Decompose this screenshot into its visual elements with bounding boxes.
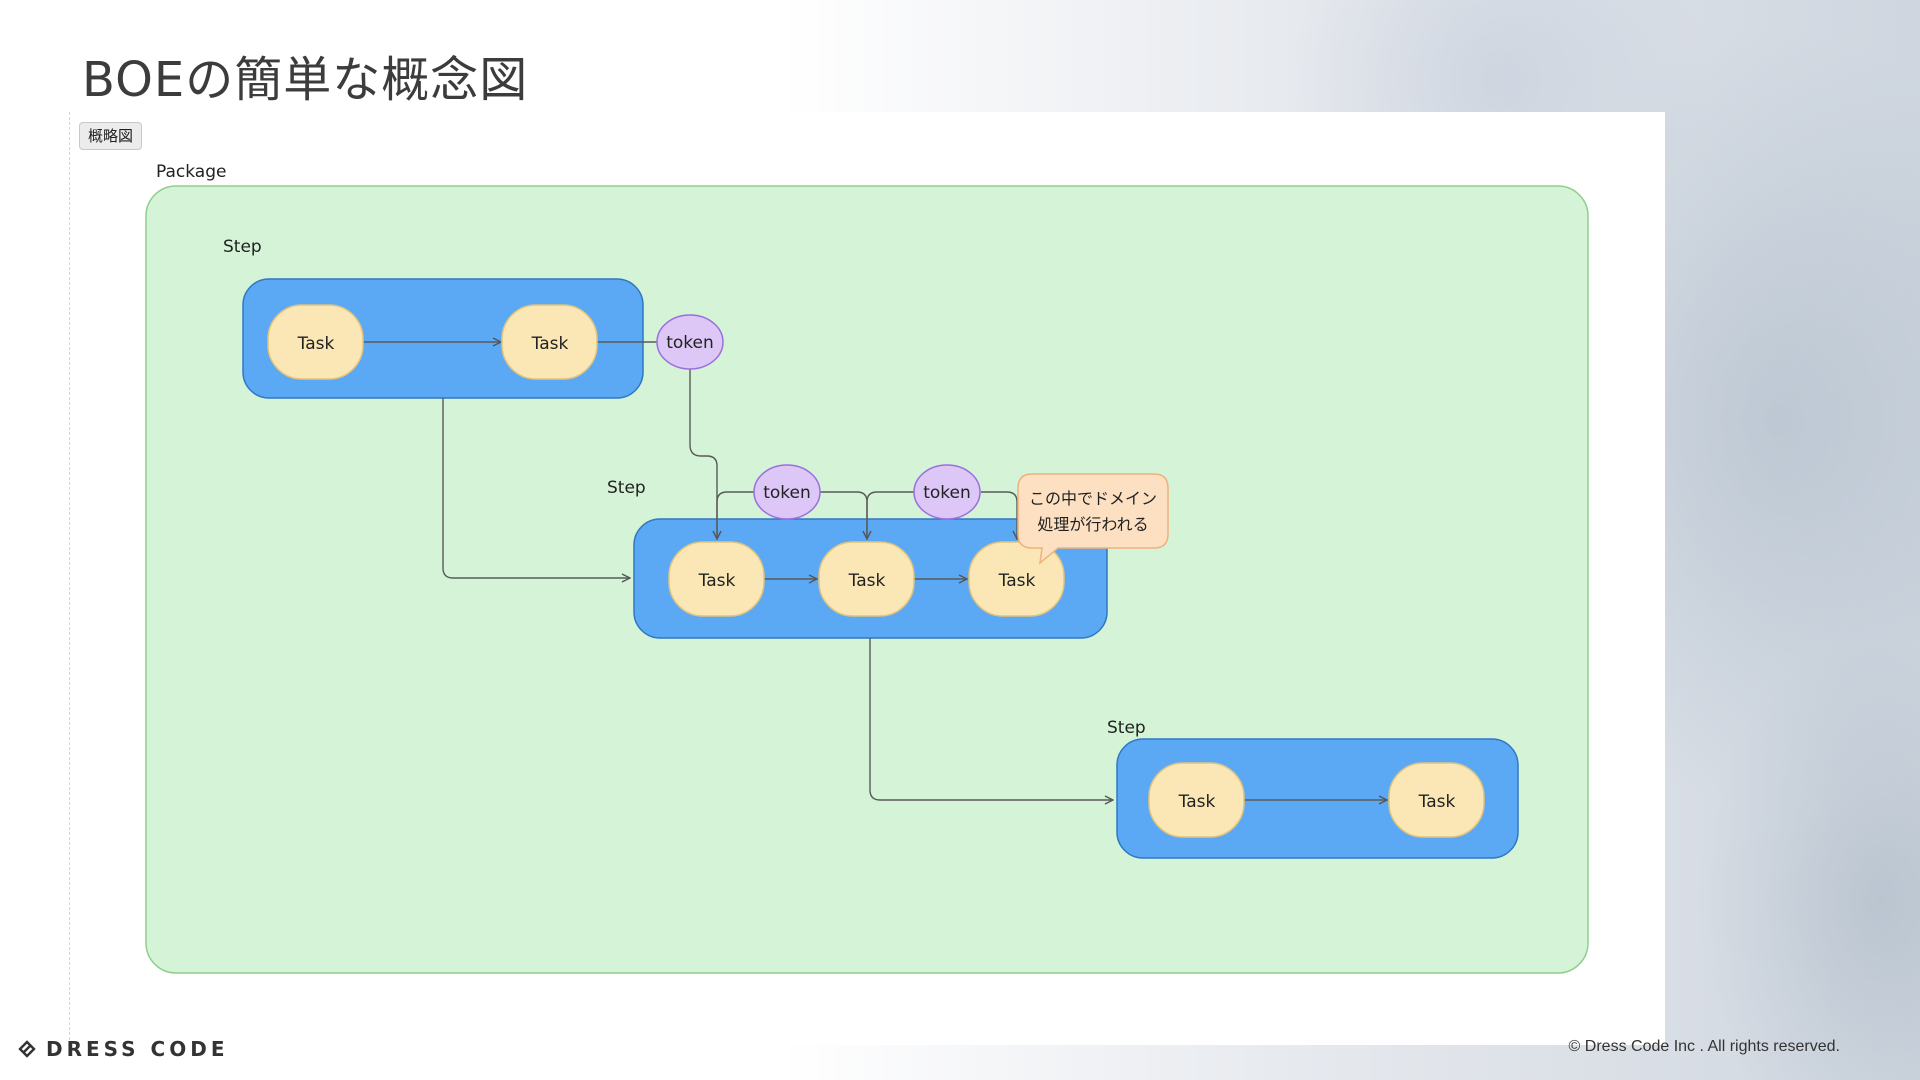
company-logo: DRESS CODE (16, 1036, 228, 1062)
task-node (668, 541, 765, 617)
token-label: token (763, 483, 811, 503)
slide-title: BOEの簡単な概念図 (82, 52, 529, 108)
token-node (753, 464, 821, 520)
logo-text: DRESS CODE (46, 1037, 229, 1061)
task-label: Task (1178, 792, 1216, 812)
step-label-1: Step (223, 237, 262, 257)
step3-tasks: Task Task (1148, 762, 1485, 838)
task-label: Task (998, 571, 1036, 591)
token-node (913, 464, 981, 520)
edge-step2-to-step3 (869, 638, 1113, 800)
callout-bubble (1017, 473, 1169, 565)
copyright-text: © Dress Code Inc . All rights reserved. (1568, 1038, 1840, 1055)
task-node (267, 304, 364, 380)
edge-token3-to-step2-task3 (981, 491, 1017, 539)
connectors (363, 342, 1387, 800)
step-label-2: Step (607, 478, 646, 498)
token-label: token (666, 333, 714, 353)
task-node (818, 541, 915, 617)
edge-token2-to-step2-task1 (716, 491, 754, 539)
edge-step1-to-step2 (442, 398, 630, 578)
task-node (1148, 762, 1245, 838)
step-label-3: Step (1107, 718, 1146, 738)
task-label: Task (531, 334, 569, 354)
task-label: Task (1418, 792, 1456, 812)
task-label: Task (297, 334, 335, 354)
step1-tasks: Task Task (267, 304, 598, 380)
package-label: Package (156, 162, 226, 182)
step2-tasks: Task Task Task (668, 541, 1065, 617)
task-node (501, 304, 598, 380)
task-label: Task (848, 571, 886, 591)
task-node (1388, 762, 1485, 838)
callout-line-2: 処理が行われる (1037, 515, 1148, 534)
edge-token3-to-step2-task2 (866, 491, 914, 539)
token-node (656, 314, 724, 370)
edge-token1-to-step2-task1 (689, 369, 717, 539)
logo-mark-icon (18, 1040, 36, 1058)
task-label: Task (698, 571, 736, 591)
callout-line-1: この中でドメイン (1029, 489, 1157, 508)
token-label: token (923, 483, 971, 503)
diagram-tag: 概略図 (79, 122, 143, 150)
